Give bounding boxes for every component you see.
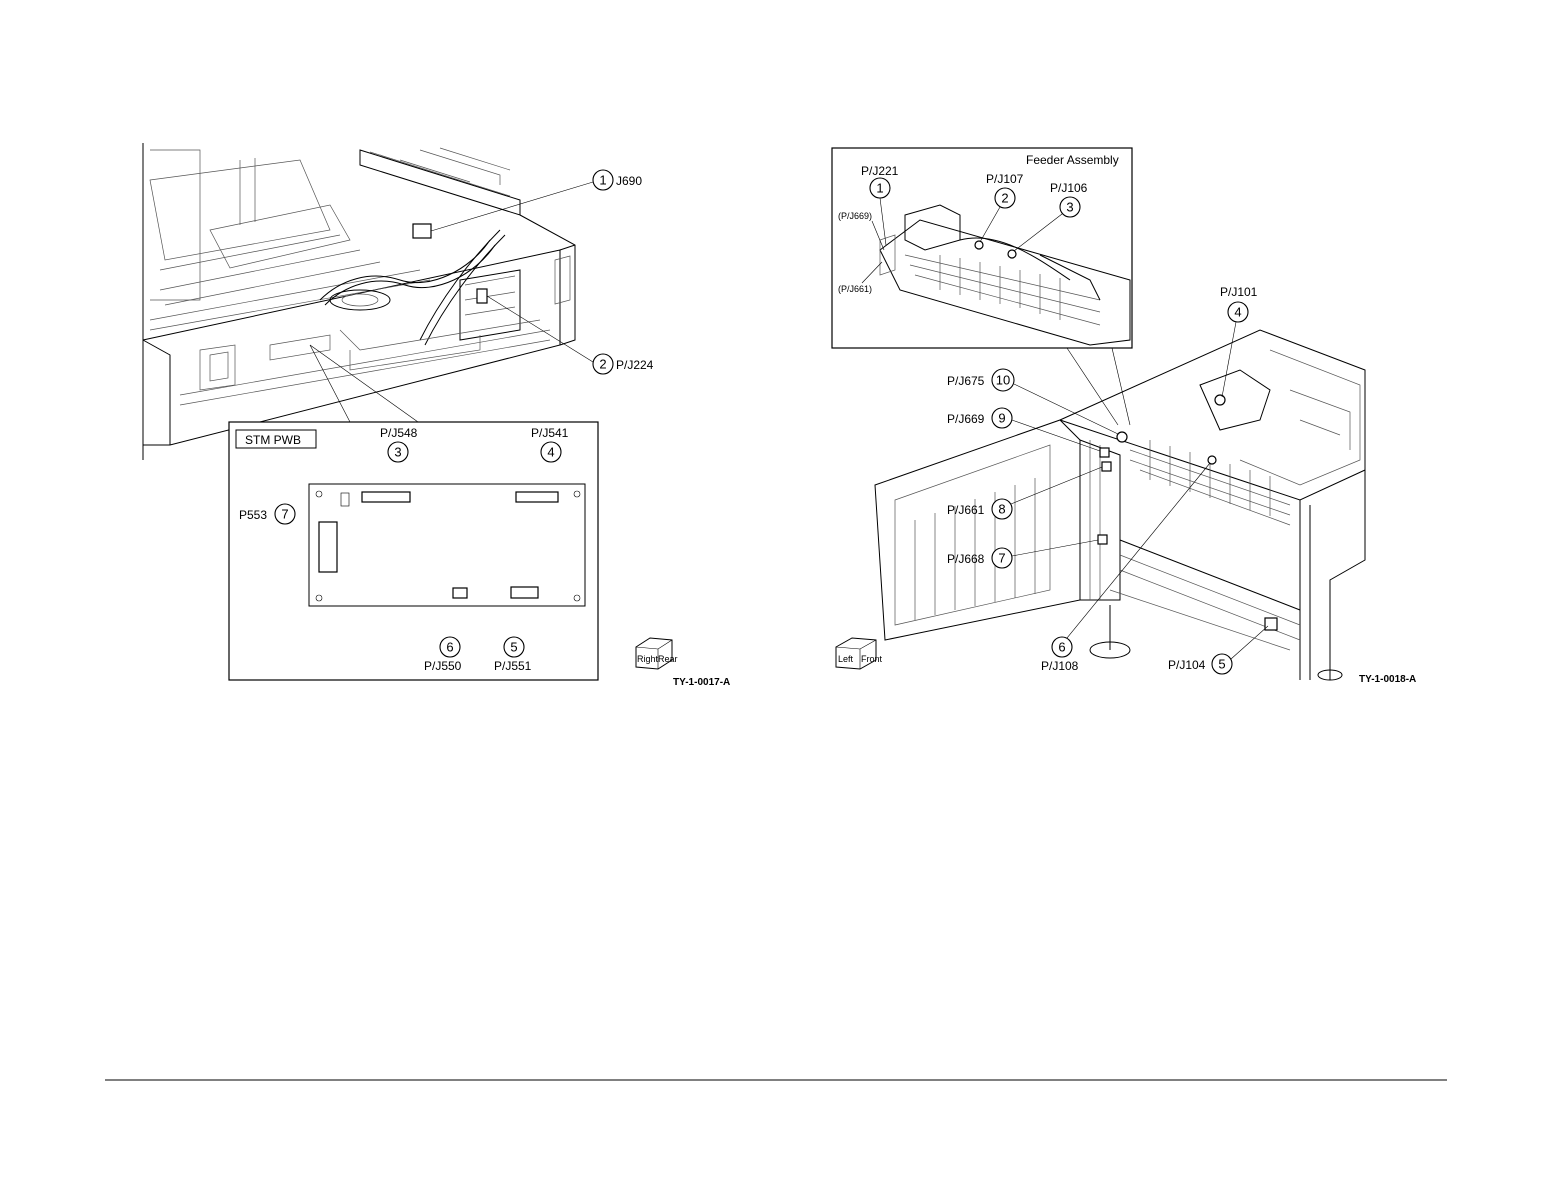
- sub-label: (P/J669): [838, 211, 872, 221]
- callout-pj104: P/J104 5: [1168, 626, 1268, 674]
- callout-label: P/J224: [616, 358, 654, 372]
- svg-text:P/J104: P/J104: [1168, 658, 1206, 672]
- svg-text:6: 6: [446, 640, 453, 655]
- svg-text:P/J541: P/J541: [531, 426, 569, 440]
- inset-title: Feeder Assembly: [1026, 153, 1119, 167]
- svg-text:P/J551: P/J551: [494, 659, 532, 673]
- callout-pj661: P/J661 8: [947, 467, 1102, 519]
- svg-text:5: 5: [1218, 657, 1225, 672]
- svg-text:P/J661: P/J661: [947, 503, 985, 517]
- inset-title: STM PWB: [245, 433, 301, 447]
- callout-j690: 1 J690: [431, 170, 642, 231]
- left-figure: 1 J690 2 P/J224 STM PWB: [143, 143, 730, 688]
- j690-connector: [413, 224, 431, 238]
- svg-text:P/J548: P/J548: [380, 426, 418, 440]
- svg-text:4: 4: [1234, 305, 1241, 320]
- svg-text:Rear: Rear: [658, 654, 678, 664]
- svg-text:P553: P553: [239, 508, 267, 522]
- svg-text:Right: Right: [637, 654, 659, 664]
- callout-number: 2: [599, 357, 606, 372]
- svg-text:9: 9: [998, 411, 1005, 426]
- sub-label: (P/J661): [838, 284, 872, 294]
- svg-text:P/J669: P/J669: [947, 412, 985, 426]
- svg-text:4: 4: [547, 445, 554, 460]
- svg-text:P/J108: P/J108: [1041, 659, 1079, 673]
- svg-text:10: 10: [996, 373, 1010, 388]
- pj551-connector: [511, 587, 538, 598]
- svg-text:P/J221: P/J221: [861, 164, 899, 178]
- figure-id: TY-1-0018-A: [1359, 674, 1416, 685]
- svg-text:1: 1: [876, 181, 883, 196]
- stm-pwb-inset: STM PWB P/J548 3 P/J541 4: [229, 422, 598, 680]
- svg-text:3: 3: [1066, 200, 1073, 215]
- svg-text:P/J107: P/J107: [986, 172, 1024, 186]
- svg-text:7: 7: [281, 507, 288, 522]
- callout-pj108: 6 P/J108: [1041, 463, 1210, 673]
- svg-text:7: 7: [998, 551, 1005, 566]
- svg-text:6: 6: [1058, 640, 1065, 655]
- orientation-cube-right: Left Front: [836, 638, 883, 669]
- p553-connector: [319, 522, 337, 572]
- callout-pj101: P/J101 4: [1220, 285, 1258, 397]
- svg-text:Front: Front: [861, 654, 883, 664]
- svg-text:P/J101: P/J101: [1220, 285, 1258, 299]
- svg-text:3: 3: [394, 445, 401, 460]
- svg-text:P/J106: P/J106: [1050, 181, 1088, 195]
- svg-text:Left: Left: [838, 654, 854, 664]
- pj548-connector: [362, 492, 410, 502]
- callout-pj668: P/J668 7: [947, 540, 1098, 568]
- svg-text:P/J550: P/J550: [424, 659, 462, 673]
- pj224-connector: [477, 289, 487, 303]
- feeder-assembly-inset: Feeder Assembly P/J221 1 P/J107 2: [832, 148, 1132, 348]
- svg-text:2: 2: [1001, 191, 1008, 206]
- figure-id: TY-1-0017-A: [673, 677, 730, 688]
- svg-text:P/J675: P/J675: [947, 374, 985, 388]
- callout-number: 1: [599, 173, 606, 188]
- svg-text:8: 8: [998, 502, 1005, 517]
- left-machine-drawing: [143, 143, 575, 460]
- svg-text:P/J668: P/J668: [947, 552, 985, 566]
- callout-label: J690: [616, 174, 642, 188]
- right-figure: Feeder Assembly P/J221 1 P/J107 2: [832, 148, 1416, 685]
- svg-text:5: 5: [510, 640, 517, 655]
- orientation-cube-left: Right Rear: [636, 638, 678, 669]
- pj550-connector: [453, 588, 467, 598]
- pj541-connector: [516, 492, 558, 502]
